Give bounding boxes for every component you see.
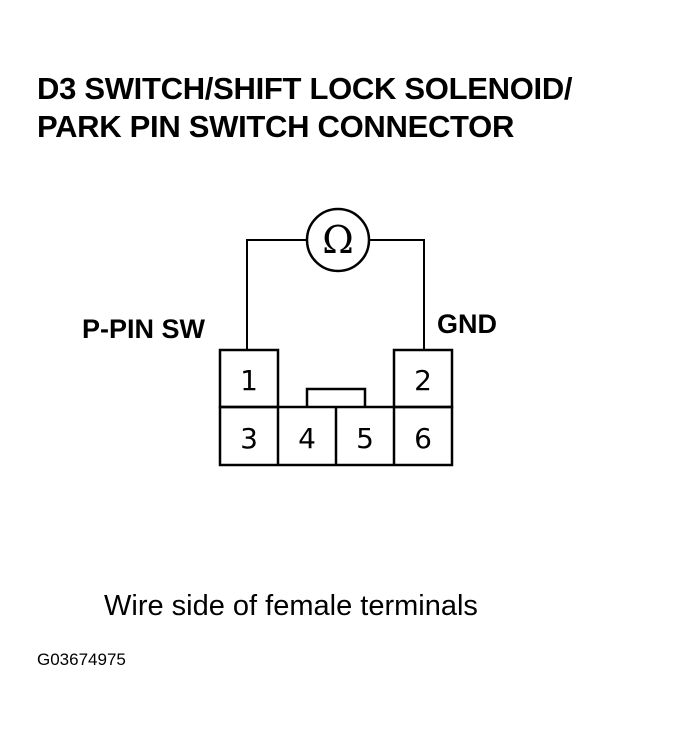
connector (218, 348, 454, 467)
label-gnd: GND (437, 309, 497, 339)
pin-numbers: 1 2 3 4 5 6 (240, 364, 432, 455)
title-line-1: D3 SWITCH/SHIFT LOCK SOLENOID/ (37, 71, 573, 106)
left-lead (246, 239, 307, 350)
pin-4: 4 (298, 422, 316, 455)
pin-6: 6 (414, 422, 432, 455)
ohmmeter-icon: Ω (305, 207, 371, 273)
ohm-symbol: Ω (322, 218, 354, 262)
locking-tab (305, 387, 367, 407)
pin-2: 2 (414, 364, 432, 397)
figure-id: G03674975 (37, 650, 126, 669)
pin-3: 3 (240, 422, 258, 455)
label-p-pin-sw: P-PIN SW (82, 314, 206, 344)
right-lead (369, 239, 425, 350)
pin-1: 1 (240, 364, 258, 397)
diagram-title: D3 SWITCH/SHIFT LOCK SOLENOID/ PARK PIN … (37, 70, 573, 146)
title-line-2: PARK PIN SWITCH CONNECTOR (37, 109, 515, 144)
pin-5: 5 (356, 422, 374, 455)
caption: Wire side of female terminals (104, 590, 478, 622)
meter-leads (246, 239, 425, 350)
